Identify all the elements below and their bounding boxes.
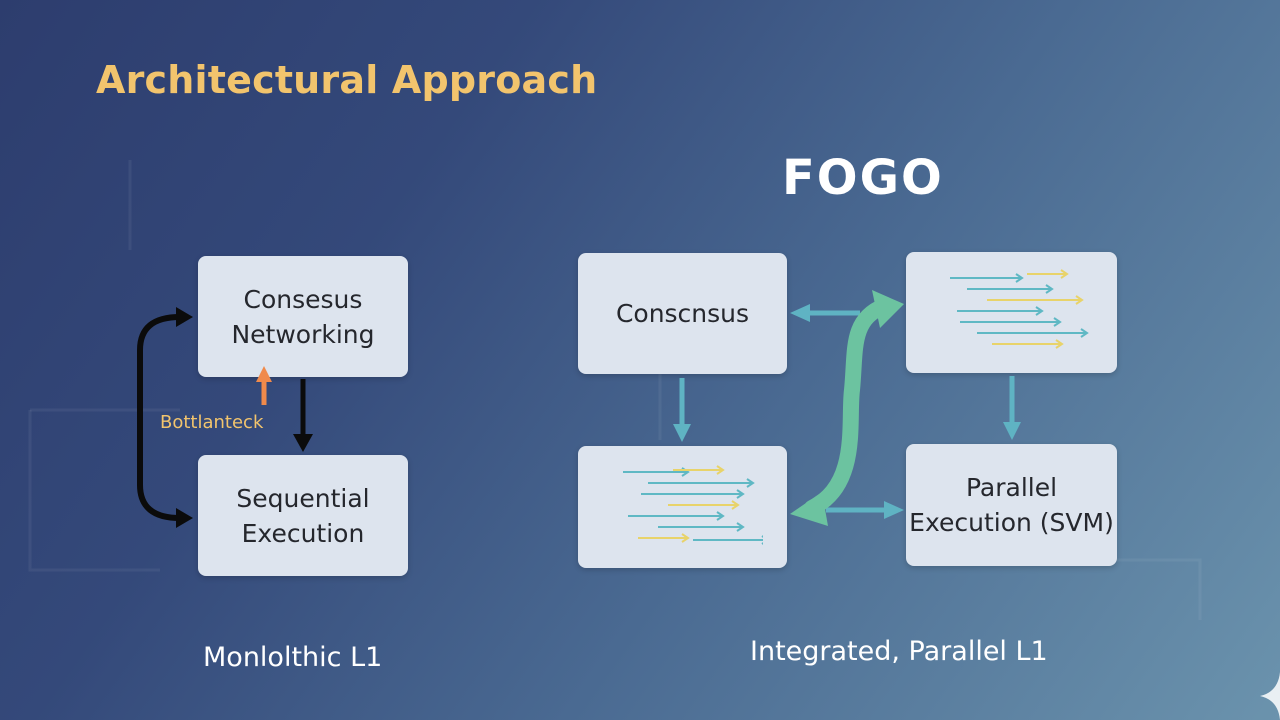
loop-arrow-head-bottom [176,508,193,528]
parallel-lanes-icon [622,465,763,545]
consensus-networking-box: Consesus Networking [198,256,408,377]
consensus-label: Conscnsus [615,299,750,328]
integration-curve-arrow-head-bottom [790,492,828,526]
bottleneck-arrow-head [256,366,272,382]
fogo-logo: FOGO [782,150,944,206]
consensus-box: Conscnsus [578,253,787,374]
parallel-lanes-icon [949,268,1089,349]
monolithic-caption: Monlolthic L1 [203,642,383,673]
integrated-caption: Integrated, Parallel L1 [750,636,1048,667]
page-title: Architectural Approach [96,58,598,102]
parallel-lanes-box-bottom [578,446,787,568]
loop-arrow-head-top [176,307,193,327]
sequential-line: Sequential [236,483,370,513]
execution-line: Execution [241,518,365,548]
parallel-line: Parallel [965,473,1058,502]
execution-svm-line: Execution (SVM) [909,508,1114,537]
integration-curve-arrow [804,298,892,516]
bottleneck-label: Bottlanteck [160,412,264,433]
loop-arrow [137,314,181,521]
networking-line: Networking [231,319,375,349]
parallel-lanes-box-top [906,252,1117,373]
consensus-down-arrow-head [673,424,691,442]
sparkle-icon [1260,672,1280,720]
to-parallel-execution-arrow-head [884,501,904,519]
integration-curve-arrow-head-top [872,290,904,328]
sequential-execution-box: Sequential Execution [198,455,408,576]
down-arrow-head [293,434,313,452]
consensus-line: Consesus [243,284,363,314]
parallel-execution-box: Parallel Execution (SVM) [906,444,1117,566]
to-consensus-arrow-head [790,304,810,322]
top-right-down-arrow-head [1003,422,1021,440]
